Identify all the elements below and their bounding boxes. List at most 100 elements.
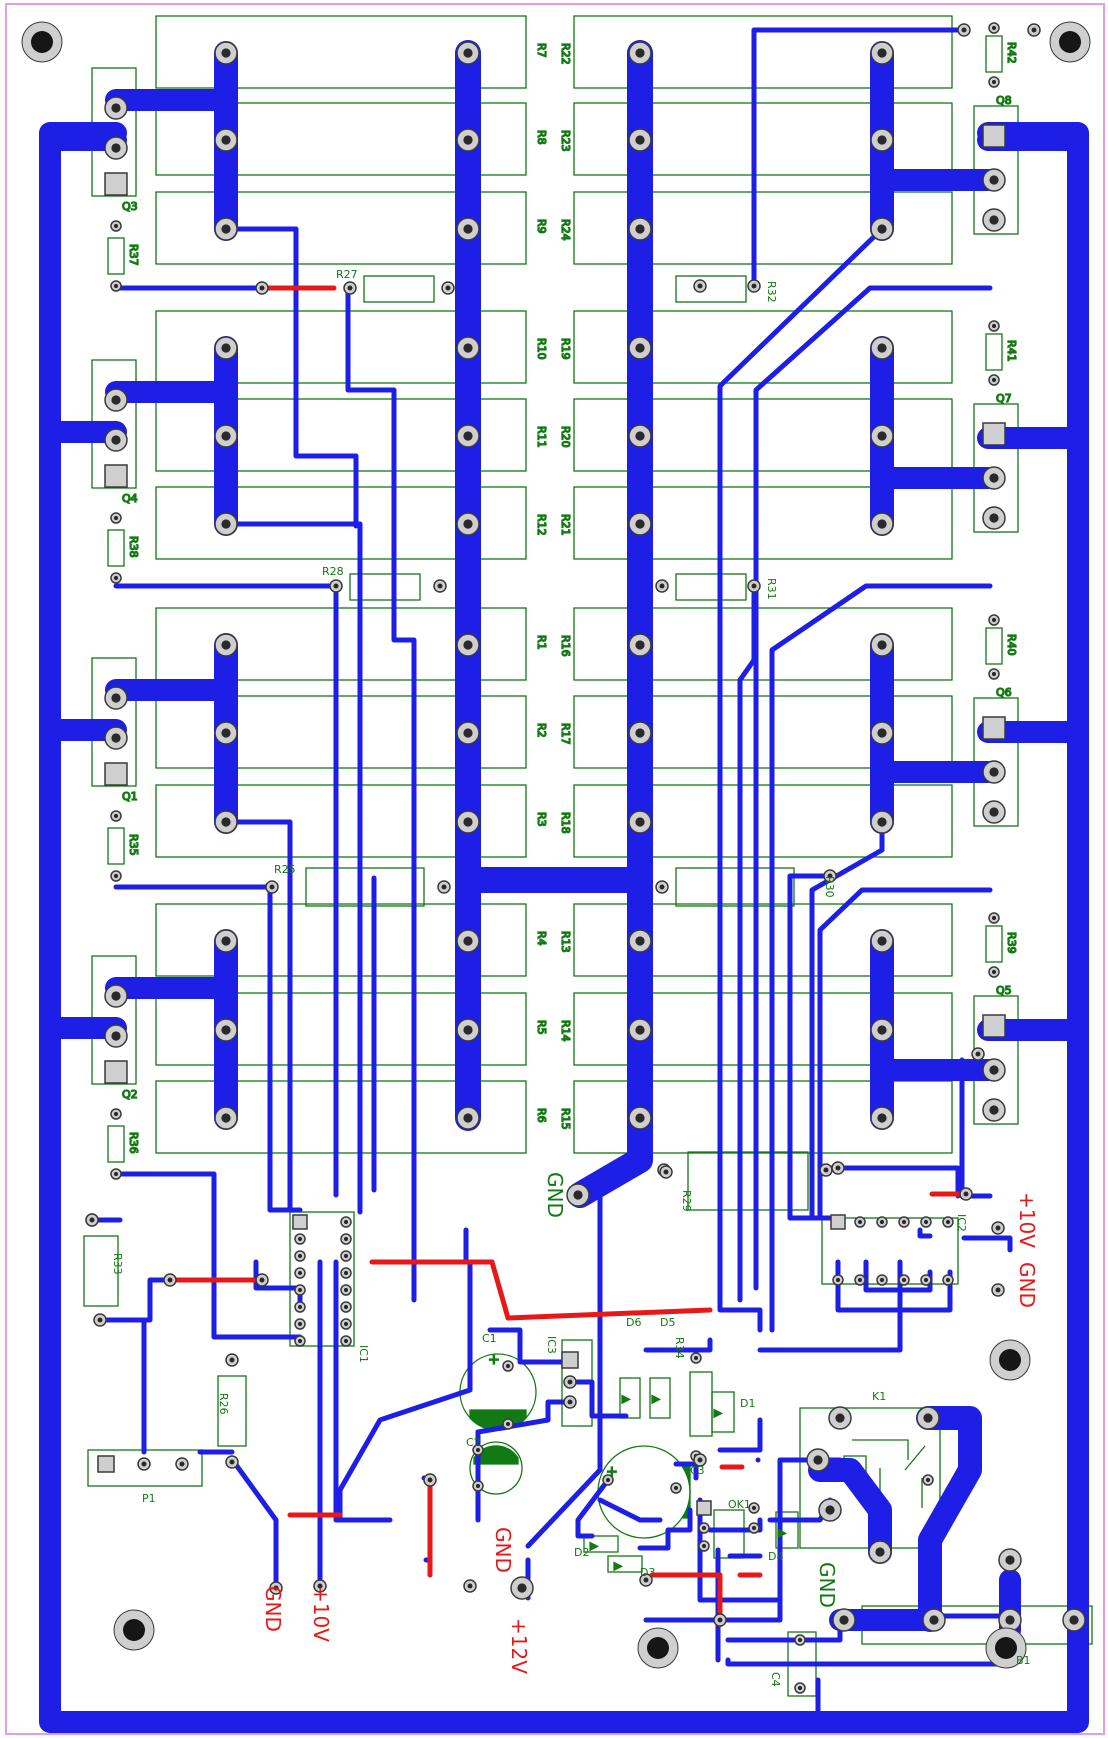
label-r8: R8 xyxy=(535,130,548,145)
trace xyxy=(717,1417,763,1453)
trace xyxy=(917,1227,933,1239)
jumper-wire xyxy=(489,1259,511,1321)
power-resistor-r18 xyxy=(573,784,953,858)
label-r41: R41 xyxy=(1005,340,1018,362)
label-r11: R11 xyxy=(535,426,548,448)
trace xyxy=(751,27,965,289)
diode-icon: ▶ xyxy=(622,1394,630,1405)
relay-coil-trace xyxy=(916,1406,982,1632)
label-r7: R7 xyxy=(535,43,548,58)
power-resistor-r7 xyxy=(155,15,527,89)
label-r34: R34 xyxy=(673,1337,686,1359)
diode-d1 xyxy=(711,1391,735,1433)
label-q4: Q4 xyxy=(122,492,138,505)
label-r13: R13 xyxy=(559,931,572,953)
trace xyxy=(717,226,885,1333)
label-ic3: IC3 xyxy=(545,1336,558,1354)
label-r15: R15 xyxy=(559,1108,572,1130)
label-r33: R33 xyxy=(111,1253,124,1275)
trace xyxy=(737,583,757,1303)
label-r4: R4 xyxy=(535,931,548,946)
label-r18: R18 xyxy=(559,812,572,834)
label-r10: R10 xyxy=(535,338,548,360)
sense-resistor-r29 xyxy=(687,1151,809,1211)
trace xyxy=(725,1657,1003,1667)
label-q7: Q7 xyxy=(996,392,1012,405)
trace xyxy=(567,1379,629,1419)
sense-resistor-r25 xyxy=(305,867,425,907)
label-ic1: IC1 xyxy=(357,1345,370,1363)
label-r2: R2 xyxy=(535,723,548,738)
label-c2: C2 xyxy=(466,1436,481,1449)
power-label-gnd-relay: GND xyxy=(815,1562,839,1608)
trace xyxy=(643,1555,783,1623)
trace xyxy=(267,885,303,1213)
trace xyxy=(253,1259,303,1313)
power-resistor-r17 xyxy=(573,695,953,769)
trace xyxy=(835,1259,953,1313)
label-r12: R12 xyxy=(535,514,548,536)
relay-contact-trace xyxy=(808,1458,892,1564)
label-r19: R19 xyxy=(559,338,572,360)
power-resistor-r6 xyxy=(155,1080,527,1154)
sense-resistor-r27 xyxy=(363,275,435,303)
gate-resistor-r38 xyxy=(107,529,125,567)
trace xyxy=(333,1259,393,1523)
label-r32: R32 xyxy=(765,281,778,303)
trace xyxy=(637,1507,693,1551)
label-d3: D3 xyxy=(640,1566,655,1579)
power-resistor-r24 xyxy=(573,191,953,265)
pad xyxy=(696,1500,712,1516)
label-d6: D6 xyxy=(626,1316,641,1329)
power-resistor-r15 xyxy=(573,1080,953,1154)
power-resistor-r10 xyxy=(155,310,527,384)
label-r16: R16 xyxy=(559,635,572,657)
label-r24: R24 xyxy=(559,219,572,241)
plus-icon: + xyxy=(488,1352,500,1368)
trace xyxy=(817,887,993,1221)
diode-icon: ▶ xyxy=(778,1528,786,1539)
label-k1: K1 xyxy=(872,1390,886,1403)
trace xyxy=(961,1235,1013,1253)
label-r28: R28 xyxy=(322,565,344,578)
sense-resistor-r32 xyxy=(675,275,747,303)
ic3-pin xyxy=(561,1351,579,1369)
trace xyxy=(223,226,359,529)
label-r21: R21 xyxy=(559,514,572,536)
diode-icon: ▶ xyxy=(590,1541,598,1552)
connector-pad xyxy=(97,1455,115,1473)
power-resistor-r16 xyxy=(573,607,953,681)
label-r14: R14 xyxy=(559,1020,572,1042)
label-q5: Q5 xyxy=(996,984,1012,997)
diode-d6 xyxy=(619,1377,641,1419)
label-q6: Q6 xyxy=(996,686,1012,699)
label-r36: R36 xyxy=(127,1132,140,1154)
trace xyxy=(769,583,993,1333)
label-r20: R20 xyxy=(559,426,572,448)
power-resistor-r22 xyxy=(573,15,953,89)
power-resistor-r12 xyxy=(155,486,527,560)
trace xyxy=(787,873,833,1221)
label-q8: Q8 xyxy=(996,94,1012,107)
label-r25: R25 xyxy=(274,863,296,876)
label-r38: R38 xyxy=(127,536,140,558)
ic2-outline xyxy=(821,1217,959,1285)
label-r39: R39 xyxy=(1005,932,1018,954)
label-q2: Q2 xyxy=(122,1088,138,1101)
power-resistor-r5 xyxy=(155,992,527,1066)
transistor-gate-pad xyxy=(982,422,1006,446)
label-q3: Q3 xyxy=(122,200,138,213)
label-r3: R3 xyxy=(535,812,548,827)
diode-icon: ▶ xyxy=(614,1561,622,1572)
label-r30: R30 xyxy=(823,876,836,898)
power-label-gnd-mid: GND xyxy=(491,1527,515,1573)
diode-d2 xyxy=(583,1535,619,1553)
jumper-wire xyxy=(505,1307,713,1321)
power-label-gnd-top: GND xyxy=(543,1172,567,1218)
gate-resistor-r36 xyxy=(107,1125,125,1163)
trace xyxy=(475,1399,573,1523)
power-label-10v-bottom: +10V xyxy=(309,1586,333,1642)
trace xyxy=(707,1517,763,1533)
trace xyxy=(753,285,993,1291)
label-r35: R35 xyxy=(127,834,140,856)
